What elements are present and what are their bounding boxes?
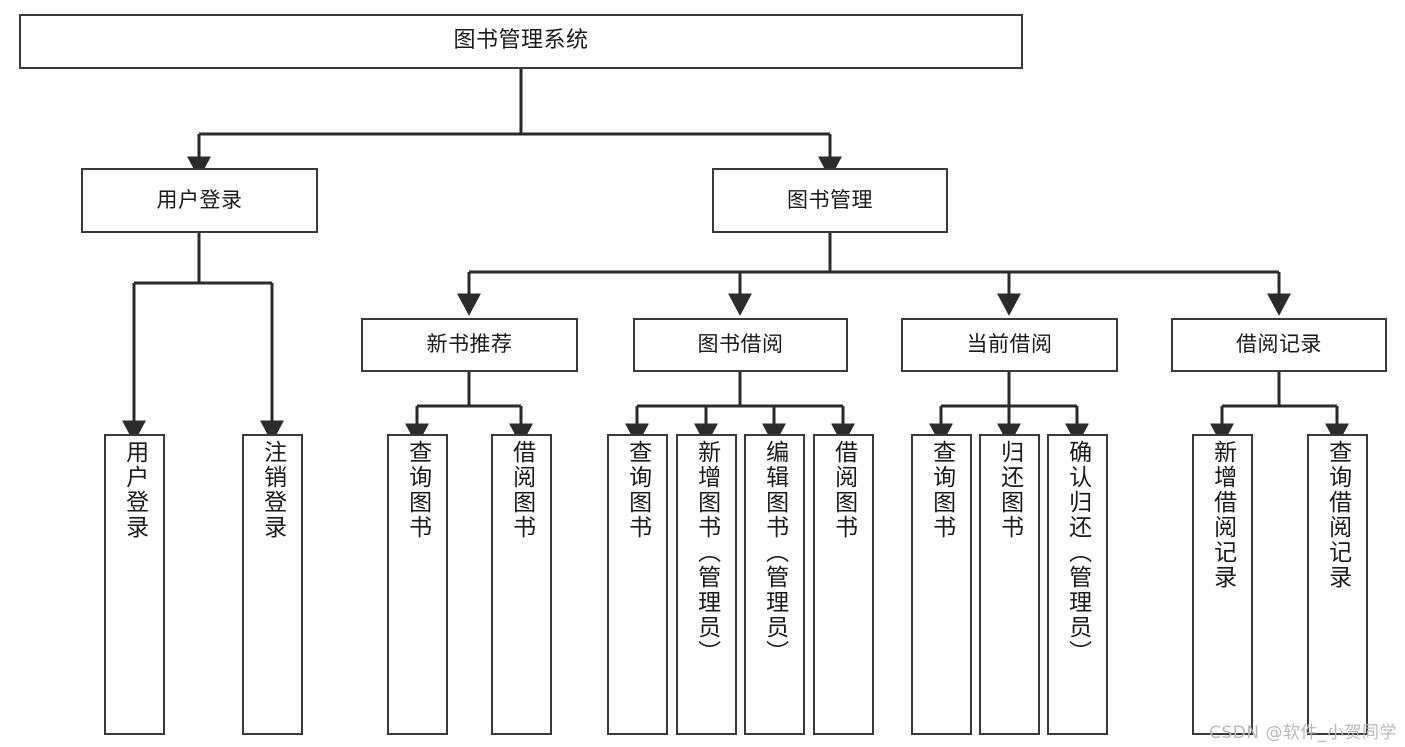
node-current-borrow-label: 当前借阅 <box>966 332 1053 357</box>
node-book-manage-label: 图书管理 <box>787 187 873 212</box>
node-new-book-rec[interactable]: 新书推荐 <box>361 318 578 372</box>
node-leaf-add-book-label: 新增图书（管理员） <box>693 440 720 665</box>
node-leaf-user-login[interactable]: 用户登录 <box>104 434 165 735</box>
node-leaf-logout-label: 注销登录 <box>259 440 286 540</box>
node-new-book-rec-label: 新书推荐 <box>426 332 513 357</box>
node-leaf-query-book-2[interactable]: 查询图书 <box>607 434 668 735</box>
node-leaf-user-login-label: 用户登录 <box>121 440 148 540</box>
node-leaf-add-record[interactable]: 新增借阅记录 <box>1192 434 1253 735</box>
node-leaf-return-book-label: 归还图书 <box>996 440 1023 540</box>
node-leaf-confirm-return-label: 确认归还（管理员） <box>1064 440 1091 665</box>
node-leaf-query-book-1-label: 查询图书 <box>404 440 431 540</box>
node-leaf-logout[interactable]: 注销登录 <box>242 434 303 735</box>
node-leaf-add-record-label: 新增借阅记录 <box>1209 440 1236 590</box>
node-leaf-query-book-1[interactable]: 查询图书 <box>387 434 448 735</box>
node-root[interactable]: 图书管理系统 <box>19 14 1023 69</box>
node-leaf-query-book-3[interactable]: 查询图书 <box>911 434 972 735</box>
node-leaf-query-book-2-label: 查询图书 <box>624 440 651 540</box>
node-leaf-edit-book[interactable]: 编辑图书（管理员） <box>744 434 805 735</box>
node-book-borrow-label: 图书借阅 <box>697 332 784 357</box>
node-leaf-confirm-return[interactable]: 确认归还（管理员） <box>1047 434 1108 735</box>
node-leaf-query-record[interactable]: 查询借阅记录 <box>1307 434 1368 735</box>
node-leaf-return-book[interactable]: 归还图书 <box>979 434 1040 735</box>
node-user-login-label: 用户登录 <box>156 187 243 212</box>
node-borrow-record-label: 借阅记录 <box>1236 332 1322 357</box>
node-borrow-record[interactable]: 借阅记录 <box>1171 318 1387 372</box>
node-user-login[interactable]: 用户登录 <box>81 168 318 233</box>
node-leaf-borrow-book-1-label: 借阅图书 <box>508 440 535 540</box>
node-leaf-query-record-label: 查询借阅记录 <box>1324 440 1351 590</box>
node-leaf-add-book[interactable]: 新增图书（管理员） <box>676 434 737 735</box>
node-leaf-borrow-book-2-label: 借阅图书 <box>830 440 857 540</box>
node-root-label: 图书管理系统 <box>453 28 589 54</box>
node-leaf-query-book-3-label: 查询图书 <box>928 440 955 540</box>
watermark-text: CSDN @软件_小贺同学 <box>1209 723 1397 743</box>
node-book-borrow[interactable]: 图书借阅 <box>633 318 848 372</box>
node-leaf-edit-book-label: 编辑图书（管理员） <box>761 440 788 665</box>
node-leaf-borrow-book-2[interactable]: 借阅图书 <box>813 434 874 735</box>
node-leaf-borrow-book-1[interactable]: 借阅图书 <box>491 434 552 735</box>
node-book-manage[interactable]: 图书管理 <box>712 168 948 233</box>
node-current-borrow[interactable]: 当前借阅 <box>901 318 1118 372</box>
